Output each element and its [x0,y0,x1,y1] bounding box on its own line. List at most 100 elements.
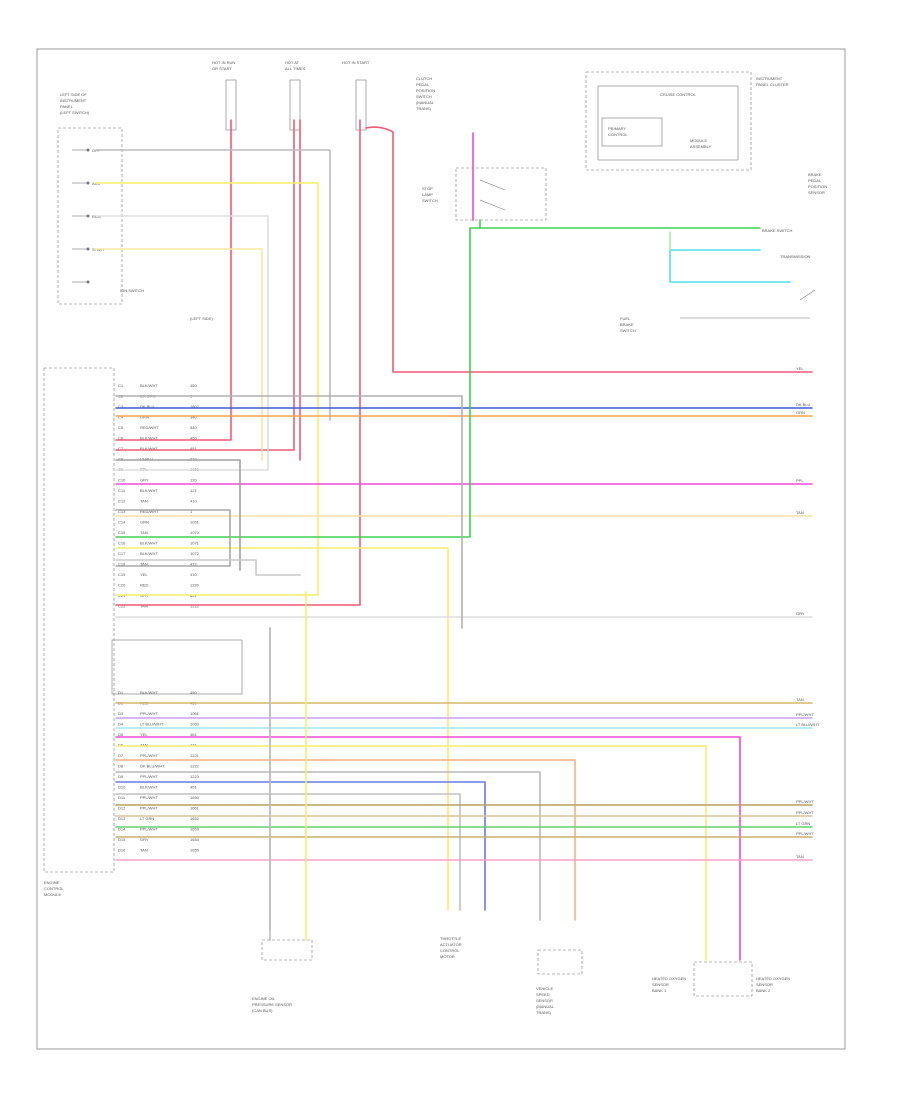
pin-top-12-1: RED/WHT [140,509,159,514]
wire-sw-4 [95,248,263,461]
right-tag-11: LT GRN [796,821,810,826]
right-tag-5: GRY [796,611,805,616]
pin-bottom-0-1: BLK/WHT [140,690,158,695]
pin-top-12-2: 1 [190,509,193,514]
pin-top-3-0: C4 [118,415,124,420]
pin-bottom-2-2: 1061 [190,711,200,716]
svg-text:SPEED: SPEED [536,992,550,997]
pin-top-9-1: GRY [140,478,149,483]
sensor-labels: ENGINE OIL PRESSURE SENSOR (CAN BUS) THR… [252,936,790,1015]
pin-bottom-5-2: 471 [190,743,197,748]
pin-bottom-14-1: GRY [140,837,149,842]
svg-text:PANEL CLUSTER: PANEL CLUSTER [756,82,789,87]
pin-top-5-2: 450 [190,436,197,441]
right-labels: BRAKE PEDAL POSITION SENSOR BRAKE SWITCH… [620,172,827,333]
pin-bottom-12-0: D13 [118,816,126,821]
pin-top-7-1: LT BLU [140,457,153,462]
svg-text:ACTUATOR: ACTUATOR [440,942,462,947]
pin-bottom-9-2: 451 [190,785,197,790]
pin-top-13-2: 1051 [190,520,200,525]
pin-top-2-0: C3 [118,404,124,409]
pin-bottom-11-0: D12 [118,806,126,811]
svg-text:MOTOR: MOTOR [440,954,455,959]
wire-magenta-low [115,736,741,961]
wire-sw-1 [95,149,331,421]
pin-top-9-0: C10 [118,478,126,483]
svg-text:BRAKE SWITCH: BRAKE SWITCH [762,228,793,233]
pin-top-16-2: 1072 [190,551,200,556]
right-tag-9: PPL/WHT [796,799,814,804]
svg-text:TRANS): TRANS) [416,106,432,111]
right-tag-12: PPL/WHT [796,831,814,836]
svg-text:INSTRUMENT: INSTRUMENT [60,98,87,103]
pin-bottom-0-2: 450 [190,690,197,695]
pin-top-10-2: 121 [190,488,197,493]
pin-bottom-3-0: D4 [118,722,124,727]
pin-bottom-7-2: 1222 [190,764,200,769]
svg-text:STOP: STOP [422,186,433,191]
svg-text:TRANS): TRANS) [536,1010,552,1015]
diagram-frame [36,48,846,1050]
pin-top-15-2: 1071 [190,541,200,546]
pin-top-15-0: C16 [118,541,126,546]
pin-bottom-13-2: 1653 [190,827,200,832]
pin-top-18-0: C19 [118,572,126,577]
pin-top-18-1: YEL [140,572,148,577]
right-tag-2: ORN [796,410,805,415]
svg-text:BRAKE: BRAKE [620,322,634,327]
pin-bottom-15-1: TAN [140,848,148,853]
pin-top-16-0: C17 [118,551,126,556]
right-tag-0: YEL [796,366,804,371]
pin-bottom-10-2: 1650 [190,795,200,800]
svg-text:BANK 2: BANK 2 [756,988,771,993]
svg-text:INSTRUMENT: INSTRUMENT [756,76,783,81]
wire-sw-2 [95,182,319,596]
pin-top-5-0: C6 [118,436,124,441]
svg-text:BRAKE: BRAKE [808,172,822,177]
svg-text:POSITION: POSITION [416,88,435,93]
svg-text:CLUTCH: CLUTCH [416,76,432,81]
pin-top-2-2: 1807 [190,404,200,409]
wire-gray-low [115,771,541,921]
svg-text:HOT AT: HOT AT [285,60,300,65]
svg-text:ALL TIMES: ALL TIMES [285,66,306,71]
svg-text:SENSOR: SENSOR [756,982,773,987]
pin-bottom-9-1: BLK/WHT [140,785,158,790]
cruise-module-block: CRUISE CONTROL PRIMARY CONTROL MODULE AS… [585,71,789,171]
pin-top-4-1: RED/WHT [140,425,159,430]
pin-bottom-3-1: LT BLU/WHT [140,722,164,727]
pin-bottom-10-1: PPL/WHT [140,795,158,800]
pin-bottom-13-0: D14 [118,827,126,832]
right-tag-1: DK BLU [796,402,811,407]
pin-top-13-1: GRN [140,520,149,525]
svg-text:(MANUAL: (MANUAL [416,100,435,105]
svg-text:LAMP: LAMP [422,192,433,197]
wire-yellow-low [115,745,707,961]
svg-text:ENGINE: ENGINE [44,880,60,885]
pin-bottom-7-0: D8 [118,764,124,769]
svg-text:LEFT SIDE OF: LEFT SIDE OF [60,92,87,97]
pin-top-0-1: BLK/WHT [140,383,158,388]
wire-gray-low-2 [115,793,461,911]
wire-yellow-mid [115,547,449,911]
pin-bottom-7-1: DK BLU/WHT [140,764,165,769]
pin-top-11-0: C12 [118,499,126,504]
wires [95,119,813,961]
pin-top-7-2: 410 [190,457,197,462]
pin-top-17-0: C18 [118,562,126,567]
svg-text:PANEL: PANEL [60,104,74,109]
svg-text:OR START: OR START [212,66,232,71]
pin-top-12-0: C13 [118,509,126,514]
right-tag-10: PPL/WHT [796,810,814,815]
pin-top-17-1: TAN [140,562,148,567]
svg-text:HOT IN START: HOT IN START [342,60,370,65]
pin-top-2-1: DK BLU [140,404,155,409]
pin-bottom-15-2: 1655 [190,848,200,853]
pin-bottom-5-1: TAN [140,743,148,748]
pin-bottom-3-2: 1063 [190,722,200,727]
svg-text:IGN SWITCH: IGN SWITCH [120,288,144,293]
svg-text:CONTROL: CONTROL [608,132,628,137]
svg-text:ENGINE OIL: ENGINE OIL [252,996,276,1001]
svg-text:SWITCH: SWITCH [416,94,432,99]
